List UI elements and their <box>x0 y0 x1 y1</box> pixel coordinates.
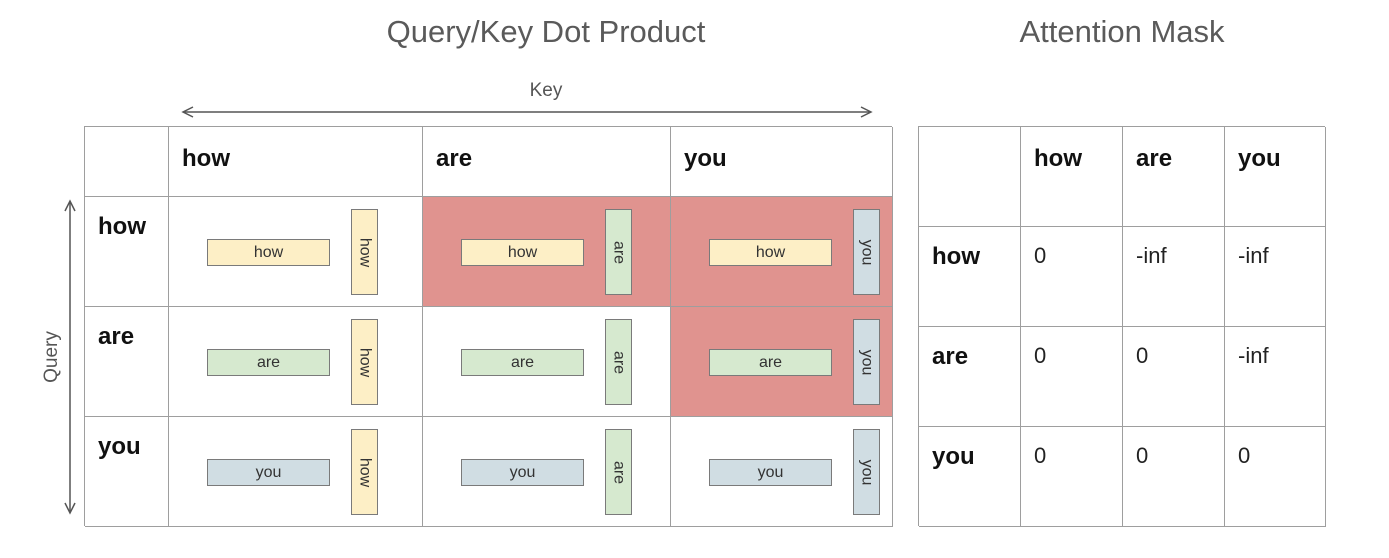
query-vector-how: how <box>709 239 832 266</box>
mask-col-header-how: how <box>1034 145 1082 172</box>
dot-col-header-are: are <box>436 145 473 172</box>
key-vector-you: you <box>853 429 880 515</box>
product-cell: you how <box>169 417 423 527</box>
corner-cell <box>85 127 169 197</box>
dot-col-header-you: you <box>684 145 727 172</box>
key-vector-label: are <box>610 350 627 374</box>
product-cell: are how <box>169 307 423 417</box>
key-vector-label: how <box>356 457 373 487</box>
key-vector-are: are <box>605 319 632 405</box>
mask-value-cell: 0 <box>1225 427 1326 527</box>
masked-product-cell: how are <box>423 197 671 307</box>
mask-value: -inf <box>1238 343 1269 368</box>
query-vector-how: how <box>461 239 584 266</box>
key-axis-arrow <box>181 106 873 118</box>
mask-value-cell: -inf <box>1225 327 1326 427</box>
mask-value: -inf <box>1136 243 1167 268</box>
mask-value: 0 <box>1136 343 1149 368</box>
mask-row-header-are: are <box>932 343 969 370</box>
dot-col-header-how: how <box>182 145 230 172</box>
dot-col-header-cell: are <box>423 127 671 197</box>
key-vector-you: you <box>853 319 880 405</box>
mask-value: 0 <box>1034 443 1047 468</box>
query-vector-you: you <box>461 459 584 486</box>
query-axis-arrow <box>64 199 76 515</box>
mask-col-header-cell: you <box>1225 127 1326 227</box>
mask-value-cell: 0 <box>1123 427 1225 527</box>
product-cell: you you <box>671 417 893 527</box>
dot-row-header-you: you <box>98 433 141 460</box>
mask-value: 0 <box>1034 243 1047 268</box>
key-vector-label: you <box>858 459 875 485</box>
dot-col-header-cell: how <box>169 127 423 197</box>
product-cell: you are <box>423 417 671 527</box>
product-cell: are are <box>423 307 671 417</box>
mask-value-cell: 0 <box>1021 327 1123 427</box>
dot-row-header-cell: you <box>85 417 169 527</box>
dot-col-header-cell: you <box>671 127 893 197</box>
attention-mask-title: Attention Mask <box>1019 14 1225 49</box>
mask-row-header-cell: how <box>919 227 1021 327</box>
mask-value-cell: 0 <box>1021 227 1123 327</box>
query-vector-how: how <box>207 239 330 266</box>
product-cell: how how <box>169 197 423 307</box>
query-vector-are: are <box>709 349 832 376</box>
attention-mask-table: how are you how 0 -inf -inf are 0 0 -inf… <box>918 126 1326 527</box>
dot-product-title: Query/Key Dot Product <box>386 14 706 49</box>
key-vector-how: how <box>351 319 378 405</box>
mask-col-header-cell: are <box>1123 127 1225 227</box>
key-vector-you: you <box>853 209 880 295</box>
mask-value: 0 <box>1238 443 1251 468</box>
mask-row-header-how: how <box>932 243 980 270</box>
mask-col-header-cell: how <box>1021 127 1123 227</box>
query-vector-are: are <box>461 349 584 376</box>
mask-row-header-you: you <box>932 443 975 470</box>
key-vector-label: you <box>858 239 875 265</box>
mask-value-cell: -inf <box>1123 227 1225 327</box>
key-vector-label: you <box>858 349 875 375</box>
query-vector-you: you <box>207 459 330 486</box>
key-vector-label: are <box>610 460 627 484</box>
masked-product-cell: are you <box>671 307 893 417</box>
mask-row-header-cell: you <box>919 427 1021 527</box>
dot-row-header-cell: how <box>85 197 169 307</box>
key-vector-how: how <box>351 209 378 295</box>
dot-row-header-are: are <box>98 323 135 350</box>
query-vector-you: you <box>709 459 832 486</box>
mask-value: 0 <box>1136 443 1149 468</box>
masked-product-cell: how you <box>671 197 893 307</box>
mask-row-header-cell: are <box>919 327 1021 427</box>
mask-value-cell: -inf <box>1225 227 1326 327</box>
mask-col-header-you: you <box>1238 145 1281 172</box>
key-vector-how: how <box>351 429 378 515</box>
dot-row-header-cell: are <box>85 307 169 417</box>
query-vector-are: are <box>207 349 330 376</box>
key-vector-are: are <box>605 209 632 295</box>
key-axis-label: Key <box>529 80 563 101</box>
mask-col-header-are: are <box>1136 145 1173 172</box>
mask-value: 0 <box>1034 343 1047 368</box>
key-vector-label: how <box>356 237 373 267</box>
mask-value: -inf <box>1238 243 1269 268</box>
key-vector-label: how <box>356 347 373 377</box>
key-vector-are: are <box>605 429 632 515</box>
mask-corner-cell <box>919 127 1021 227</box>
mask-value-cell: 0 <box>1123 327 1225 427</box>
mask-value-cell: 0 <box>1021 427 1123 527</box>
key-vector-label: are <box>610 240 627 264</box>
dot-row-header-how: how <box>98 213 146 240</box>
